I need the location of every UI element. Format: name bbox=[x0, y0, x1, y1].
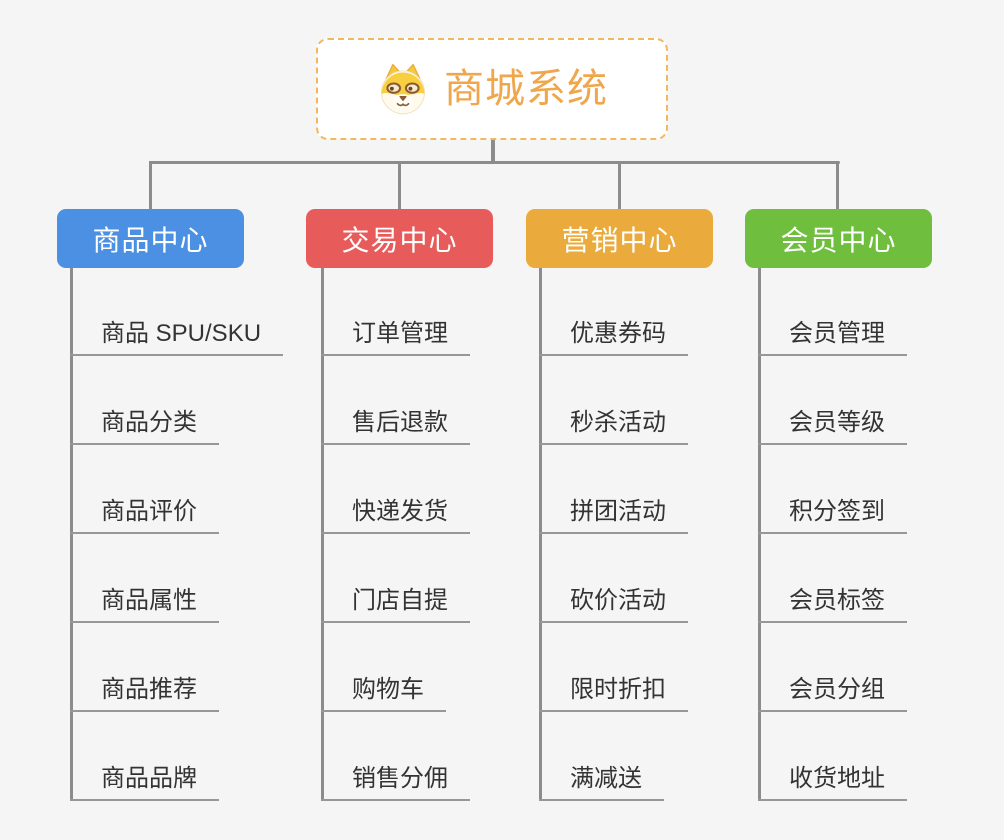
leaf-node[interactable]: 商品 SPU/SKU bbox=[70, 321, 284, 356]
branch-drop-line bbox=[618, 161, 621, 210]
leaf-node[interactable]: 快递发货 bbox=[321, 499, 470, 534]
dog-face-icon bbox=[381, 63, 425, 115]
leaf-node[interactable]: 满减送 bbox=[539, 766, 664, 801]
branch-connector-bar bbox=[149, 161, 840, 164]
leaf-node[interactable]: 订单管理 bbox=[321, 321, 470, 356]
leaf-node[interactable]: 秒杀活动 bbox=[539, 410, 688, 445]
branch-node-marketing-center[interactable]: 营销中心 bbox=[526, 209, 713, 268]
leaf-node[interactable]: 优惠券码 bbox=[539, 321, 688, 356]
leaf-node[interactable]: 商品推荐 bbox=[70, 677, 219, 712]
root-node-title: 商城系统 bbox=[444, 67, 608, 111]
leaf-node[interactable]: 商品品牌 bbox=[70, 766, 219, 801]
branch-drop-line bbox=[398, 161, 401, 210]
leaf-node[interactable]: 门店自提 bbox=[321, 588, 470, 623]
branch-node-member-center[interactable]: 会员中心 bbox=[745, 209, 932, 268]
leaf-node[interactable]: 商品属性 bbox=[70, 588, 219, 623]
leaf-node[interactable]: 会员分组 bbox=[758, 677, 907, 712]
leaf-node[interactable]: 商品评价 bbox=[70, 499, 219, 534]
branch-node-trade-center[interactable]: 交易中心 bbox=[306, 209, 493, 268]
leaf-node[interactable]: 拼团活动 bbox=[539, 499, 688, 534]
branch-node-label: 交易中心 bbox=[341, 224, 458, 256]
leaf-node[interactable]: 限时折扣 bbox=[539, 677, 688, 712]
leaf-node[interactable]: 售后退款 bbox=[321, 410, 470, 445]
leaf-node[interactable]: 会员等级 bbox=[758, 410, 907, 445]
branch-node-label: 商品中心 bbox=[92, 224, 209, 256]
leaf-node[interactable]: 收货地址 bbox=[758, 766, 907, 801]
root-connector-line bbox=[491, 140, 495, 163]
leaf-node[interactable]: 销售分佣 bbox=[321, 766, 470, 801]
branch-node-label: 营销中心 bbox=[561, 224, 678, 256]
leaf-node[interactable]: 购物车 bbox=[321, 677, 446, 712]
leaf-node[interactable]: 会员标签 bbox=[758, 588, 907, 623]
branch-drop-line bbox=[836, 161, 839, 210]
leaf-node[interactable]: 砍价活动 bbox=[539, 588, 688, 623]
branch-drop-line bbox=[149, 161, 152, 210]
root-node-mall-system[interactable]: 商城系统 bbox=[316, 38, 668, 140]
leaf-node[interactable]: 会员管理 bbox=[758, 321, 907, 356]
branch-node-label: 会员中心 bbox=[780, 224, 897, 256]
branch-node-product-center[interactable]: 商品中心 bbox=[57, 209, 244, 268]
leaf-node[interactable]: 积分签到 bbox=[758, 499, 907, 534]
leaf-node[interactable]: 商品分类 bbox=[70, 410, 219, 445]
